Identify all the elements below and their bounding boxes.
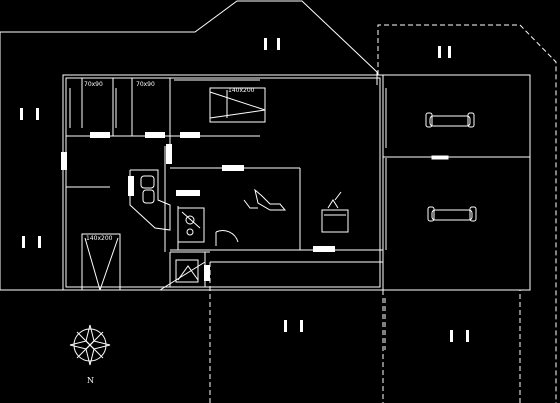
stove-icon — [177, 207, 205, 243]
bed-icon — [209, 87, 266, 123]
sink-icon — [140, 175, 155, 204]
wall-openings — [61, 132, 335, 281]
bed-label-left: 140x200 — [86, 235, 113, 242]
compass-north-label: N — [87, 376, 94, 385]
terrace-dashed-lines — [209, 24, 557, 403]
shower-label-1: 70x90 — [84, 81, 103, 88]
stair-icon — [175, 259, 199, 283]
shower-icon — [69, 88, 117, 128]
sofa-icon — [425, 112, 475, 128]
bed-label-main: 140x200 — [228, 87, 255, 94]
armchair-icon — [243, 188, 287, 211]
bed-icon — [81, 233, 121, 291]
shower-label-2: 70x90 — [136, 81, 155, 88]
fireplace-icon — [321, 191, 349, 233]
tv-icon — [431, 155, 449, 160]
dining-icon — [215, 230, 239, 246]
terrace-marker — [20, 38, 469, 342]
sofa-icon — [427, 206, 477, 222]
compass-rose-icon — [69, 324, 111, 366]
